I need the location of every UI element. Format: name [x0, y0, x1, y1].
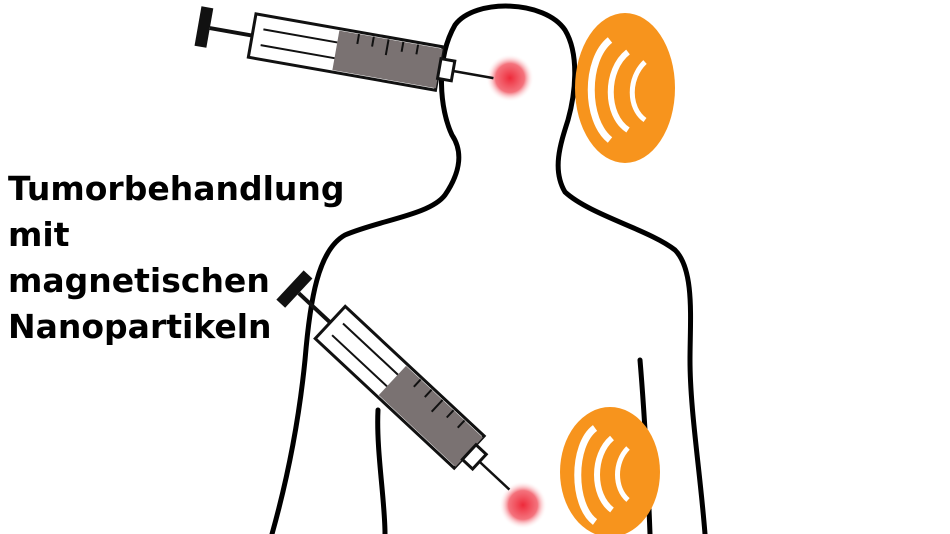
diagram-title: Tumorbehandlung mit magnetischen Nanopar…: [8, 166, 345, 350]
title-line: magnetischen: [8, 261, 270, 300]
syringe-head-icon: [192, 2, 500, 102]
title-line: mit: [8, 215, 70, 254]
title-line: Tumorbehandlung: [8, 169, 345, 208]
magnetic-coil-head-icon: [575, 13, 675, 163]
tumor-abdomen: [499, 481, 547, 529]
tumor-head: [486, 54, 534, 102]
magnetic-coil-abdomen-icon: [560, 407, 660, 534]
title-line: Nanopartikeln: [8, 307, 272, 346]
